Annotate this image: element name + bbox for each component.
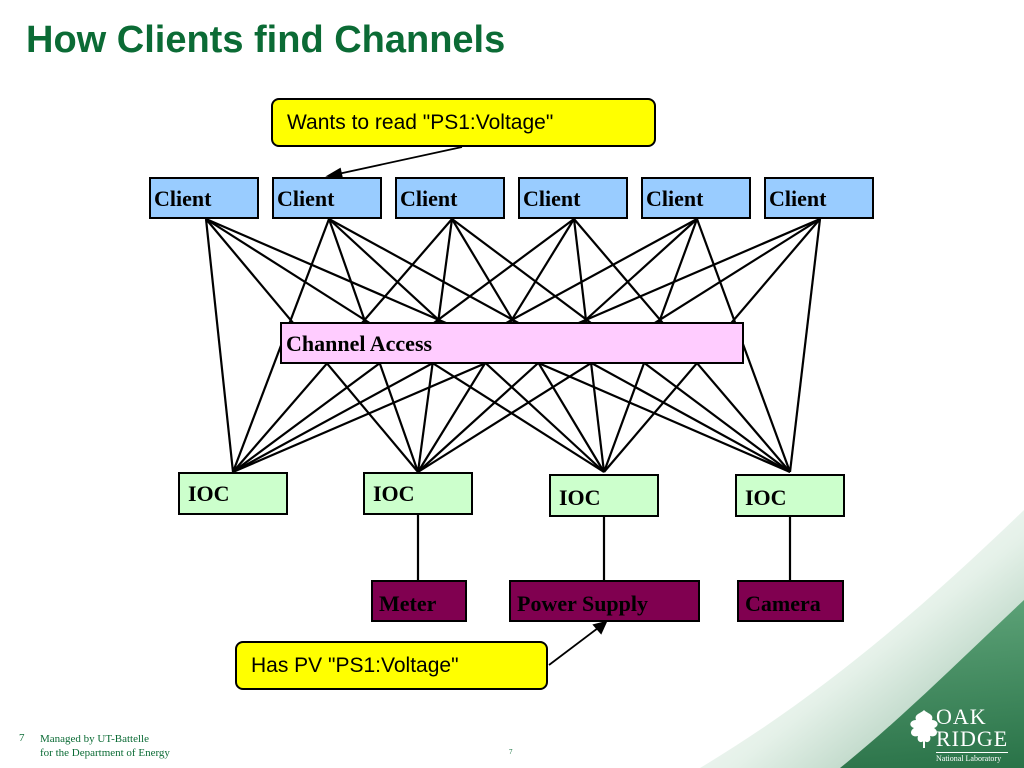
- client-box-6: Client: [764, 177, 874, 219]
- callout-wants-to-read: Wants to read "PS1:Voltage": [271, 98, 656, 147]
- slide-title: How Clients find Channels: [26, 19, 506, 61]
- client-box-3: Client: [395, 177, 505, 219]
- ioc-box-2: IOC: [363, 472, 473, 515]
- client-box-5: Client: [641, 177, 751, 219]
- device-power-supply: Power Supply: [509, 580, 700, 622]
- callout-has-pv: Has PV "PS1:Voltage": [235, 641, 548, 690]
- footer-text: Managed by UT-Battelle for the Departmen…: [40, 732, 170, 760]
- channel-access-box: Channel Access: [280, 322, 744, 364]
- oak-ridge-logo: OAK RIDGE National Laboratory: [936, 704, 1009, 764]
- logo-line-2: RIDGE: [936, 726, 1009, 751]
- device-camera: Camera: [737, 580, 844, 622]
- ioc-box-1: IOC: [178, 472, 288, 515]
- client-box-1: Client: [149, 177, 259, 219]
- client-box-2: Client: [272, 177, 382, 219]
- logo-line-3: National Laboratory: [936, 752, 1009, 764]
- oak-leaf-icon: [910, 710, 938, 748]
- ioc-box-4: IOC: [735, 474, 845, 517]
- slide-number: 7: [19, 732, 25, 744]
- ioc-box-3: IOC: [549, 474, 659, 517]
- device-meter: Meter: [371, 580, 467, 622]
- client-box-4: Client: [518, 177, 628, 219]
- logo-line-1: OAK: [936, 704, 987, 729]
- footer-line-1: Managed by UT-Battelle: [40, 733, 149, 745]
- footer-line-2: for the Department of Energy: [40, 747, 170, 759]
- footer-page-number: 7: [509, 748, 513, 756]
